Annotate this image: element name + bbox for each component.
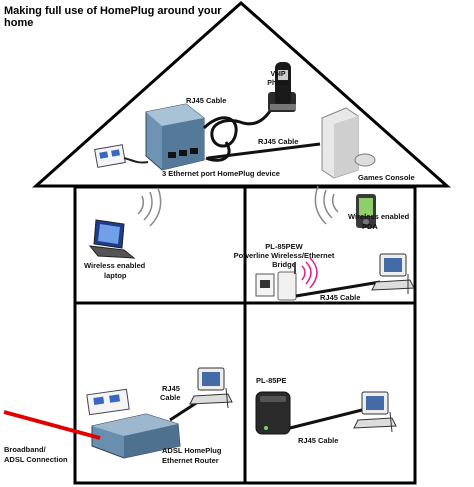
voip-phone-label-1: VoIP bbox=[270, 71, 285, 78]
rj45-label-router-1: RJ45 bbox=[162, 384, 180, 393]
wifi-waves-bridge-icon bbox=[301, 257, 318, 289]
rj45-cable-pe bbox=[289, 408, 363, 430]
pl85pe-device-icon bbox=[255, 391, 291, 435]
wall-socket-bridge-icon bbox=[255, 273, 275, 297]
title-line-2: home bbox=[4, 17, 33, 29]
wifi-waves-laptop-icon bbox=[137, 187, 162, 227]
laptop-label-2: laptop bbox=[104, 271, 127, 280]
bridge-label-2: Powerline Wireless/Ethernet bbox=[234, 251, 335, 260]
rj45-label-router-2: Cable bbox=[160, 393, 180, 402]
bridge-device-icon bbox=[277, 262, 297, 301]
homeplug-device-label: 3 Ethernet port HomePlug device bbox=[162, 169, 280, 178]
rj45-label-attic-left: RJ45 Cable bbox=[186, 96, 226, 105]
wall-socket-router-icon bbox=[86, 388, 130, 416]
pda-label-2: PDA bbox=[362, 222, 378, 231]
desktop-pc-upper-icon bbox=[371, 253, 415, 294]
rj45-label-pe: RJ45 Cable bbox=[298, 436, 338, 445]
voip-phone-icon bbox=[268, 62, 296, 112]
bridge-label-1: PL-85PEW bbox=[265, 242, 303, 251]
laptop-label-1: Wireless enabled bbox=[84, 261, 146, 270]
laptop-icon bbox=[88, 219, 136, 259]
adsl-router-icon bbox=[91, 413, 181, 459]
wall-socket-icon bbox=[94, 144, 126, 168]
wifi-waves-pda-icon bbox=[314, 185, 339, 225]
bridge-label-3: Bridge bbox=[272, 260, 296, 269]
desktop-pc-lower-left-icon bbox=[189, 367, 233, 409]
plug-cable bbox=[123, 157, 149, 164]
rj45-label-bridge: RJ45 Cable bbox=[320, 293, 360, 302]
rj45-cable-attic-right bbox=[207, 142, 321, 160]
title-line-1: Making full use of HomePlug around your bbox=[4, 5, 222, 17]
router-label-1: ADSL HomePlug bbox=[162, 446, 222, 455]
broadband-label-1: Broadband/ bbox=[4, 445, 47, 454]
games-console-label: Games Console bbox=[358, 173, 415, 182]
broadband-label-2: ADSL Connection bbox=[4, 455, 68, 464]
voip-phone-label-2: Phone bbox=[267, 80, 288, 87]
rj45-cable-attic-left bbox=[202, 107, 274, 148]
house-outline bbox=[32, 0, 451, 485]
desktop-pc-lower-right-icon bbox=[353, 391, 397, 433]
homeplug-3port-device-icon bbox=[145, 103, 205, 171]
games-console-icon bbox=[321, 107, 376, 179]
pda-icon bbox=[356, 194, 376, 228]
rj45-cable-bridge bbox=[295, 280, 381, 298]
pl85pe-label: PL-85PE bbox=[256, 376, 286, 385]
rj45-label-attic-right: RJ45 Cable bbox=[258, 137, 298, 146]
broadband-cable bbox=[3, 410, 101, 440]
pda-label-1: Wireless enabled bbox=[348, 212, 410, 221]
router-label-2: Ethernet Router bbox=[162, 456, 219, 465]
